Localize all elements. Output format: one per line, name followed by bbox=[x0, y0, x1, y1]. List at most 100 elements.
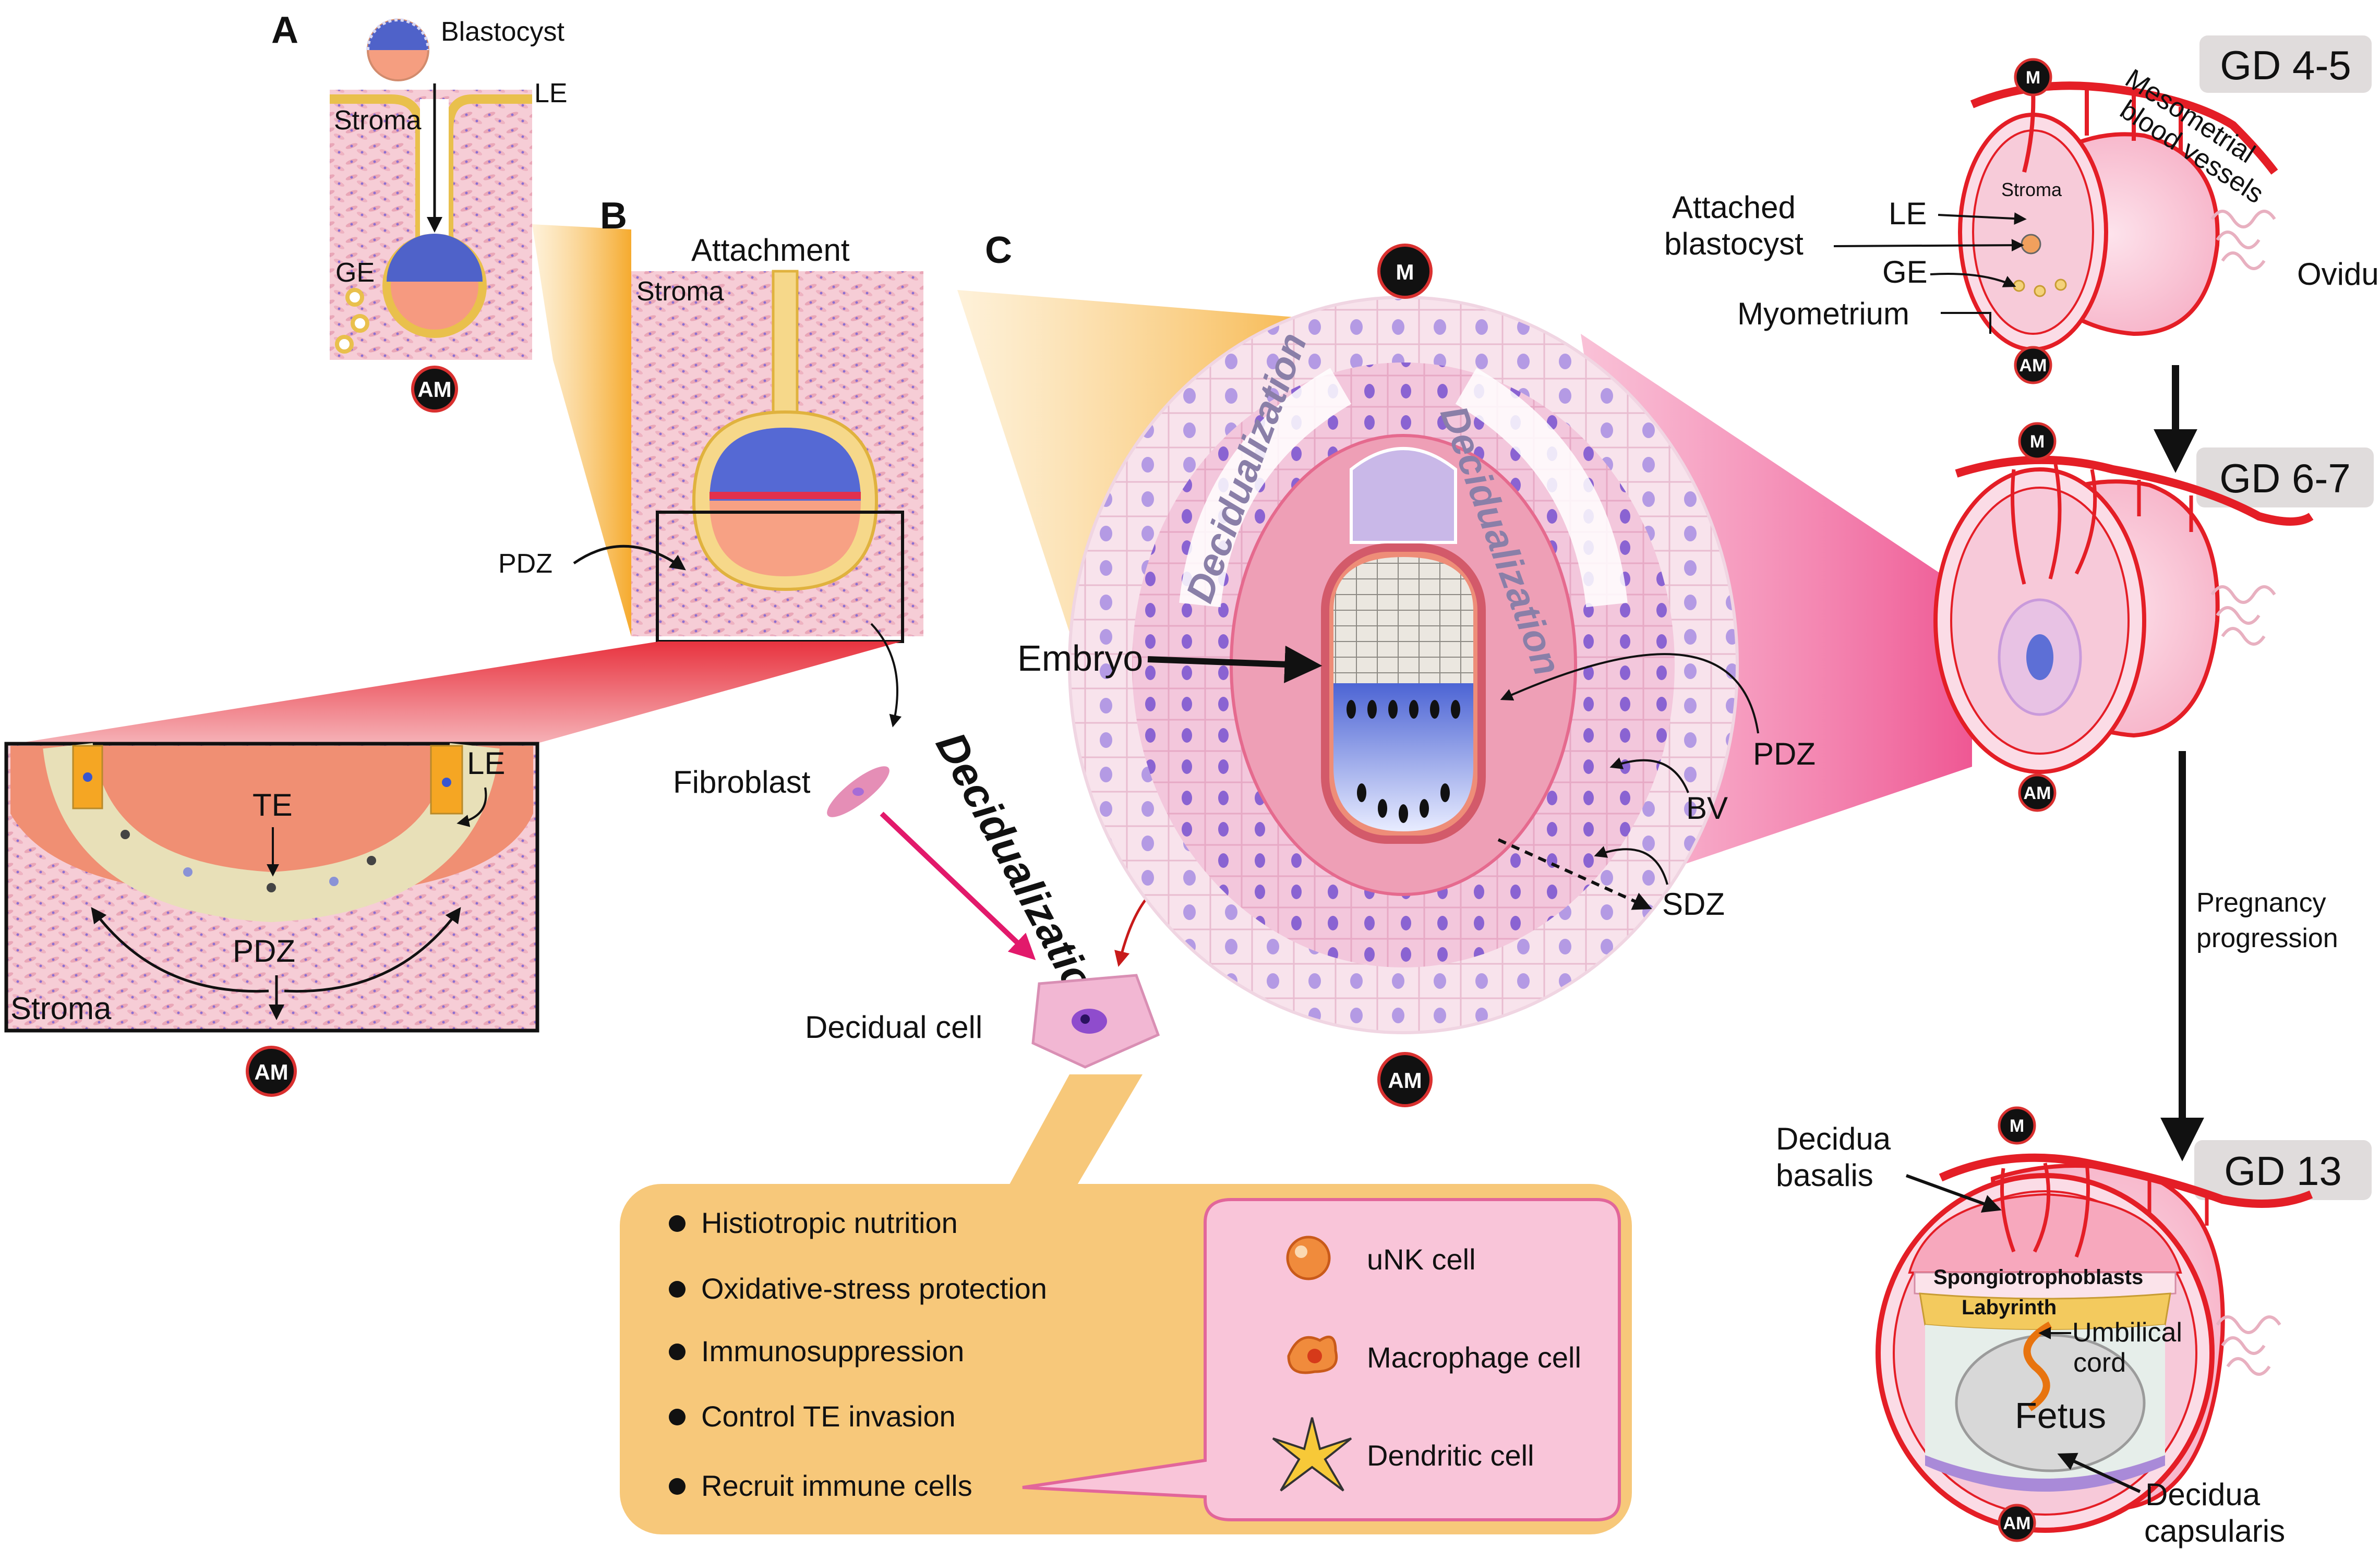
function-bullet-dot bbox=[669, 1409, 686, 1425]
gd45-vessel-branches bbox=[2022, 88, 2183, 173]
gd45-uterus: GD 4-5 Stroma M AM Mesometrial bl bbox=[1664, 35, 2380, 384]
gd13-umbilical-label-2: cord bbox=[2073, 1348, 2126, 1378]
inset-le-label: LE bbox=[467, 746, 505, 781]
panel-c-embryo-nuclei bbox=[1347, 700, 1460, 823]
function-item: Control TE invasion bbox=[701, 1400, 956, 1433]
fibroblast-nucleus bbox=[852, 788, 864, 796]
panel-b-letter: B bbox=[600, 195, 627, 237]
panel-c-bv-label: BV bbox=[1686, 791, 1728, 826]
panel-c-decid-arrow-right bbox=[1455, 368, 1628, 608]
inset-pdz-arrow-left bbox=[91, 907, 269, 993]
callout-pointer bbox=[1007, 1074, 1143, 1189]
gd13-umbilical-label-1: Umbilical bbox=[2072, 1317, 2182, 1348]
gd45-attached-label-1: Attached bbox=[1672, 190, 1796, 225]
svg-text:AM: AM bbox=[417, 377, 451, 402]
gd13-m-badge: M bbox=[1998, 1106, 2036, 1145]
inset-panel: LE TE PDZ Stroma AM bbox=[4, 742, 539, 1097]
function-item: Recruit immune cells bbox=[701, 1469, 972, 1502]
inset-pdz-label: PDZ bbox=[233, 934, 295, 969]
gd13-tag: GD 13 bbox=[2224, 1148, 2341, 1194]
decidual-cell-icon bbox=[1031, 974, 1160, 1069]
function-item: Oxidative-stress protection bbox=[701, 1272, 1047, 1305]
panel-b-stroma-label: Stroma bbox=[636, 276, 724, 307]
panel-c-sdz-label: SDZ bbox=[1662, 887, 1725, 922]
panel-a-stroma-label: Stroma bbox=[334, 105, 422, 136]
gd13-tag-bg bbox=[2194, 1140, 2372, 1200]
panel-a-blastocyst-icon bbox=[366, 18, 430, 81]
progression-label-2: progression bbox=[2196, 923, 2338, 953]
panel-c-m-badge: M bbox=[1377, 244, 1433, 299]
gd67-tag-bg bbox=[2196, 447, 2374, 507]
gd13-basalis-label-1: Decidua bbox=[1776, 1121, 1891, 1156]
panel-c-pdz-arrow bbox=[1500, 653, 1759, 734]
inset-te-layer bbox=[43, 742, 500, 923]
immune-cell-label: Macrophage cell bbox=[1367, 1341, 1581, 1374]
svg-text:AM: AM bbox=[254, 1060, 288, 1084]
panel-c: C Decidualization Decidualization bbox=[957, 229, 1972, 1107]
gd45-stroma-label: Stroma bbox=[2001, 179, 2062, 200]
panel-b-implantation-chamber bbox=[692, 410, 879, 591]
panel-a-ge-label: GE bbox=[335, 258, 375, 288]
gd13-spongio-label: Spongiotrophoblasts bbox=[1933, 1266, 2143, 1289]
gd45-ge-2 bbox=[2034, 285, 2046, 297]
panel-a-implanted-blastocyst bbox=[382, 234, 487, 338]
panel-c-embryo-epiblast bbox=[1333, 683, 1473, 831]
inset-le-arrow bbox=[456, 787, 487, 827]
gd45-le-label: LE bbox=[1889, 196, 1927, 231]
gd67-tag: GD 6-7 bbox=[2219, 455, 2350, 501]
gd13-oviduct-coils bbox=[2216, 1315, 2281, 1376]
gd13-labyrinth-label: Labyrinth bbox=[1962, 1296, 2057, 1319]
immune-cell-label: Dendritic cell bbox=[1367, 1439, 1534, 1472]
function-item: Immunosuppression bbox=[701, 1335, 964, 1368]
gd67-m-badge: M bbox=[2018, 422, 2057, 461]
function-bullet-dot bbox=[669, 1215, 686, 1232]
fibroblast-arrow bbox=[870, 623, 902, 728]
function-bullet-dot bbox=[669, 1478, 686, 1495]
gd45-myometrium-ring bbox=[1972, 129, 2094, 335]
dendritic-cell-icon bbox=[1272, 1417, 1352, 1492]
panel-a-letter: A bbox=[271, 9, 298, 51]
gd45-ge-3 bbox=[2054, 279, 2067, 291]
gd45-am-badge: AM bbox=[2014, 346, 2052, 384]
gd45-attached-label-2: blastocyst bbox=[1664, 226, 1804, 261]
gd45-ge-1 bbox=[2013, 280, 2025, 292]
gd13-basalis-arrow bbox=[1905, 1174, 2002, 1213]
panel-b: B Attachment Stroma PDZ bbox=[498, 195, 923, 643]
gd67-vessels bbox=[1955, 455, 2314, 526]
panel-a-ge-glands bbox=[335, 288, 369, 354]
fibroblast-label: Fibroblast bbox=[673, 765, 811, 800]
panel-b-pdz-label: PDZ bbox=[498, 549, 552, 579]
panel-b-pdz-arrow bbox=[573, 544, 686, 571]
gd45-ge-arrow bbox=[1930, 272, 2016, 287]
svg-text:M: M bbox=[2026, 68, 2040, 88]
panel-c-pdz-label: PDZ bbox=[1753, 736, 1816, 771]
function-bullet-dot bbox=[669, 1281, 686, 1298]
gd13-am-badge: AM bbox=[1998, 1504, 2036, 1542]
zoom-cone-b-inset bbox=[8, 642, 901, 745]
gd13-capsularis-arrow bbox=[2057, 1453, 2141, 1493]
svg-text:M: M bbox=[2010, 1116, 2024, 1136]
gd45-ge-label: GE bbox=[1882, 255, 1928, 289]
gd45-tag: GD 4-5 bbox=[2220, 42, 2351, 88]
gd13-decidua-basalis bbox=[1908, 1193, 2182, 1274]
gd13-vessels bbox=[1939, 1153, 2313, 1208]
panel-c-bv-arrow bbox=[1609, 757, 1689, 793]
gd67-vessel-branches bbox=[2011, 464, 2193, 585]
panel-c-sdz-dashed-arrow bbox=[1497, 838, 1652, 910]
gd45-blastocyst bbox=[2021, 234, 2041, 255]
svg-text:AM: AM bbox=[2020, 356, 2047, 376]
decidualization-arrow bbox=[880, 812, 1036, 960]
function-bullet-dot bbox=[669, 1344, 686, 1360]
unk-cell-icon bbox=[1286, 1236, 1331, 1280]
inset-am-badge: AM bbox=[246, 1046, 297, 1097]
inset-te-nuclei bbox=[121, 830, 376, 892]
panel-a-am-badge: AM bbox=[411, 366, 458, 413]
panel-c-sdz-arrow bbox=[1594, 846, 1668, 885]
panel-c-letter: C bbox=[985, 229, 1012, 271]
gd67-embryo bbox=[2026, 634, 2053, 680]
gd45-myometrium-bracket bbox=[1941, 312, 1991, 334]
panel-b-attachment-label: Attachment bbox=[691, 233, 850, 268]
